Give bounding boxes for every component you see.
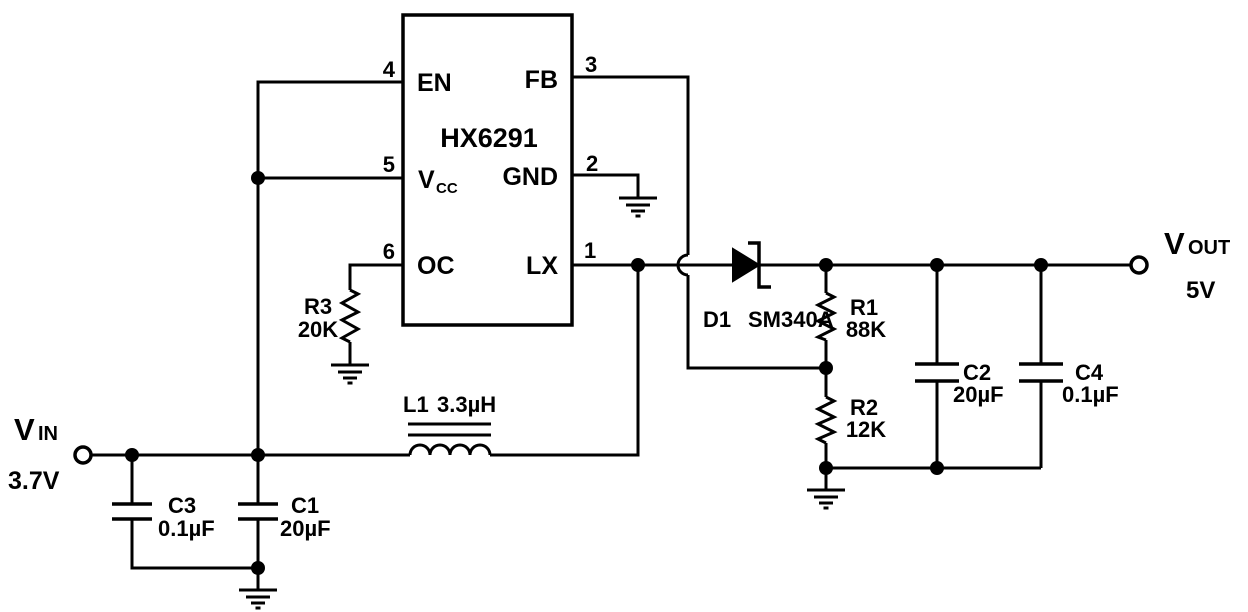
pin-number-4: 4	[383, 57, 396, 82]
wire-c3-bottom	[130, 519, 257, 570]
pin-number-1: 1	[584, 238, 596, 263]
wire-fb-top	[572, 75, 690, 255]
vout-label-subscript: OUT	[1188, 237, 1230, 259]
pin-label-lx: LX	[526, 252, 558, 280]
capacitor-c3: C3 0.1µF	[112, 455, 257, 570]
capacitor-c4-value-label: 0.1µF	[1062, 382, 1119, 407]
vin-terminal	[73, 445, 93, 465]
junction-dot-r2-bottom	[819, 461, 833, 475]
capacitor-c1-ref-label: C1	[291, 493, 319, 518]
resistor-r1: R1 88K	[814, 265, 886, 368]
vin-voltage: 3.7V	[8, 467, 60, 495]
pin-label-vcc: V	[418, 166, 435, 194]
resistor-r3: R3 20K	[298, 288, 362, 365]
resistor-r1-ref-label: R1	[850, 295, 878, 320]
resistor-r3-ref-label: R3	[304, 294, 332, 319]
wire-lx-to-inductor	[490, 265, 640, 457]
diode-d1: D1 SM340A	[703, 241, 834, 332]
resistor-r1-zigzag	[814, 291, 838, 342]
pin-label-en: EN	[417, 69, 452, 97]
junction-dot-c3-rail	[125, 448, 139, 462]
vin-port-label: V IN 3.7V	[8, 412, 60, 495]
ground-symbol-ic	[619, 196, 657, 218]
vin-label-subscript: IN	[38, 423, 58, 445]
vout-label: V	[1164, 226, 1185, 261]
junction-dot-c2-bottom	[930, 461, 944, 475]
pin-label-oc: OC	[417, 252, 455, 280]
vout-port-label: V OUT 5V	[1164, 226, 1230, 304]
junction-dot-r1-top	[819, 258, 833, 272]
pin-label-vcc-subscript: CC	[436, 180, 458, 197]
junction-dot-c4-top	[1034, 258, 1048, 272]
vout-terminal	[1129, 255, 1149, 275]
ic-body	[401, 13, 574, 327]
capacitor-c2-value-label: 20µF	[953, 382, 1004, 407]
inductor-ref-label: L1	[403, 392, 429, 417]
pin-number-3: 3	[585, 52, 597, 77]
resistor-r2-ref-label: R2	[850, 395, 878, 420]
pin-number-2: 2	[586, 151, 598, 176]
pin-label-gnd: GND	[502, 163, 558, 191]
inductor-value-label: 3.3µH	[437, 392, 496, 417]
diode-ref-label: D1	[703, 307, 731, 332]
resistor-r1-value-label: 88K	[846, 317, 886, 342]
ground-symbol-output	[807, 488, 845, 510]
junction-dot-feedback	[819, 361, 833, 375]
vin-label: V	[14, 412, 35, 447]
pin-number-5: 5	[383, 152, 395, 177]
vout-voltage: 5V	[1186, 277, 1215, 304]
junction-dot-c1-rail	[251, 448, 265, 462]
capacitor-c1: C1 20µF	[238, 455, 331, 590]
capacitor-c4: C4 0.1µF	[1019, 265, 1119, 468]
ic-part-number: HX6291	[440, 123, 538, 153]
wire-gnd-pin	[572, 173, 640, 198]
wire-oc	[348, 263, 403, 290]
inductor-coil	[408, 443, 492, 456]
junction-dot-input-ground	[251, 561, 265, 575]
resistor-r2: R2 12K	[814, 368, 886, 468]
inductor-l1: L1 3.3µH	[403, 392, 496, 456]
pin-label-fb: FB	[525, 66, 558, 94]
ground-symbol-r3	[331, 363, 369, 385]
resistor-r3-zigzag	[338, 288, 362, 344]
junction-dot-vcc-en	[251, 171, 265, 185]
junction-dot-lx-node	[631, 258, 645, 272]
capacitor-c3-value-label: 0.1µF	[158, 516, 215, 541]
capacitor-c3-ref-label: C3	[168, 493, 196, 518]
diode-anode-triangle	[732, 247, 761, 283]
capacitor-c4-ref-label: C4	[1075, 360, 1104, 385]
resistor-r2-zigzag	[814, 395, 838, 445]
junction-dot-c2-top	[930, 258, 944, 272]
wire-fb-bottom	[686, 275, 826, 370]
pin-number-6: 6	[383, 239, 395, 264]
capacitor-c2: C2 20µF	[915, 265, 1004, 468]
wire-en-rail	[256, 80, 403, 455]
ground-symbol-input	[239, 588, 277, 610]
capacitor-c1-value-label: 20µF	[280, 516, 331, 541]
resistor-r2-value-label: 12K	[846, 417, 886, 442]
capacitor-c2-ref-label: C2	[963, 360, 991, 385]
resistor-r3-value-label: 20K	[298, 317, 338, 342]
diode-cathode-bar	[748, 241, 771, 289]
